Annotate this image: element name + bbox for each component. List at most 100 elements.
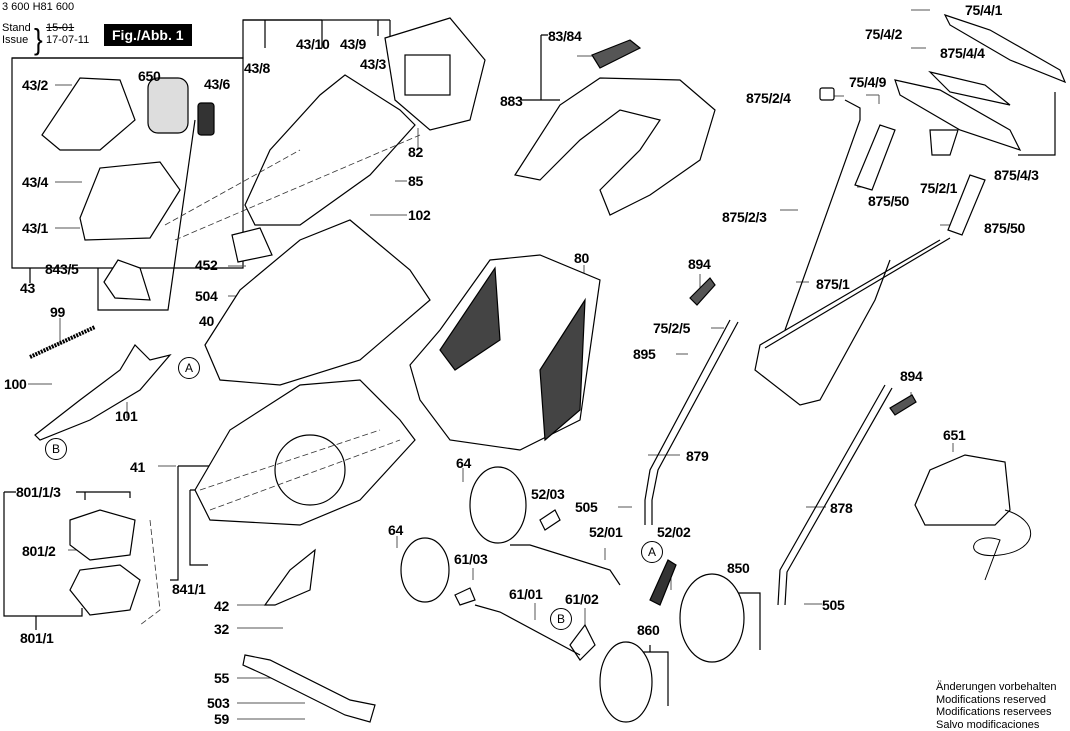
label-43-6: 43/6	[204, 76, 231, 92]
label-801-1: 801/1	[20, 630, 54, 646]
label-59: 59	[214, 711, 229, 727]
label-61-02: 61/02	[565, 591, 599, 607]
label-52-03: 52/03	[531, 486, 565, 502]
part-875-1	[754, 239, 941, 406]
part-43-1	[79, 161, 181, 241]
label-80: 80	[574, 250, 589, 266]
label-875-50-b: 875/50	[984, 220, 1026, 236]
label-860: 860	[637, 622, 660, 638]
label-64-b: 64	[388, 522, 403, 538]
label-61-03: 61/03	[454, 551, 488, 567]
label-895: 895	[633, 346, 656, 362]
part-wheel-64b	[400, 537, 450, 603]
label-505-a: 505	[575, 499, 598, 515]
label-99: 99	[50, 304, 65, 320]
label-875-50-a: 875/50	[868, 193, 910, 209]
part-875-50a	[854, 124, 896, 191]
label-43-8: 43/8	[244, 60, 271, 76]
stand-label: Stand	[2, 22, 31, 34]
part-wheel-850	[679, 573, 745, 663]
label-61-01: 61/01	[509, 586, 543, 602]
label-843-5: 843/5	[45, 261, 79, 277]
label-43-2: 43/2	[22, 77, 49, 93]
part-101	[34, 344, 172, 441]
label-841-1: 841/1	[172, 581, 206, 597]
label-42: 42	[214, 598, 229, 614]
label-878: 878	[830, 500, 853, 516]
old-date: 15-01	[46, 22, 75, 34]
part-875-4-3	[894, 79, 1022, 152]
part-875-50b	[947, 174, 986, 236]
label-875-4-3: 875/4/3	[994, 167, 1039, 183]
part-43-6	[197, 102, 215, 136]
label-883: 883	[500, 93, 523, 109]
part-843-5	[103, 259, 151, 301]
label-75-2-5: 75/2/5	[653, 320, 691, 336]
part-wheel-64a	[469, 466, 527, 544]
part-801-1	[69, 564, 141, 616]
label-875-2-4: 875/2/4	[746, 90, 791, 106]
label-452: 452	[195, 257, 218, 273]
label-43-1: 43/1	[22, 220, 49, 236]
label-651: 651	[943, 427, 966, 443]
part-875-4-4	[928, 70, 1011, 106]
label-43-10: 43/10	[296, 36, 330, 52]
label-43: 43	[20, 280, 35, 296]
label-75-4-9: 75/4/9	[849, 74, 887, 90]
callout-b-2: B	[550, 608, 572, 630]
label-101: 101	[115, 408, 138, 424]
note-de: Änderungen vorbehalten	[936, 681, 1057, 693]
issue-date: 17-07-11	[46, 34, 90, 46]
label-43-4: 43/4	[22, 174, 49, 190]
part-wheel-860	[599, 641, 653, 723]
part-number: 3 600 H81 600	[2, 1, 75, 13]
note-en: Modifications reserved	[936, 693, 1047, 706]
part-651	[914, 454, 1011, 526]
figure-title: Fig./Abb. 1	[104, 24, 192, 46]
part-883	[514, 77, 716, 216]
label-43-9: 43/9	[340, 36, 367, 52]
label-801-2: 801/2	[22, 543, 56, 559]
part-52-01	[510, 544, 621, 586]
label-82: 82	[408, 144, 423, 160]
part-75-2-1	[929, 129, 959, 156]
label-52-01: 52/01	[589, 524, 623, 540]
callout-a-2: A	[641, 541, 663, 563]
label-75-2-1: 75/2/1	[920, 180, 958, 196]
label-503: 503	[207, 695, 230, 711]
label-75-4-2: 75/4/2	[865, 26, 903, 42]
label-875-1: 875/1	[816, 276, 850, 292]
part-99	[29, 325, 96, 359]
part-75-4-1	[943, 13, 1067, 84]
brace-icon: }	[34, 21, 43, 57]
part-452	[231, 227, 273, 263]
part-650	[147, 77, 189, 134]
label-52-02: 52/02	[657, 524, 691, 540]
part-43-3	[244, 74, 416, 226]
label-75-4-1: 75/4/1	[965, 2, 1003, 18]
part-894a	[689, 277, 716, 306]
part-42	[263, 548, 316, 606]
label-100: 100	[4, 376, 27, 392]
label-894-b: 894	[900, 368, 923, 384]
issue-label: Issue	[2, 34, 29, 46]
label-875-2-3: 875/2/3	[722, 209, 767, 225]
label-879: 879	[686, 448, 709, 464]
part-83-84	[591, 39, 642, 69]
label-650: 650	[138, 68, 161, 84]
label-504: 504	[195, 288, 218, 304]
part-55	[242, 654, 376, 723]
callout-a: A	[178, 357, 200, 379]
label-43-3: 43/3	[360, 56, 387, 72]
label-64-a: 64	[456, 455, 471, 471]
part-61-01	[474, 604, 581, 656]
part-61-02	[569, 623, 596, 661]
part-52-02	[649, 559, 677, 606]
part-61-03	[454, 587, 476, 606]
label-102: 102	[408, 207, 431, 223]
part-801-2	[69, 509, 136, 561]
label-894-a: 894	[688, 256, 711, 272]
part-879	[644, 319, 731, 525]
label-850: 850	[727, 560, 750, 576]
